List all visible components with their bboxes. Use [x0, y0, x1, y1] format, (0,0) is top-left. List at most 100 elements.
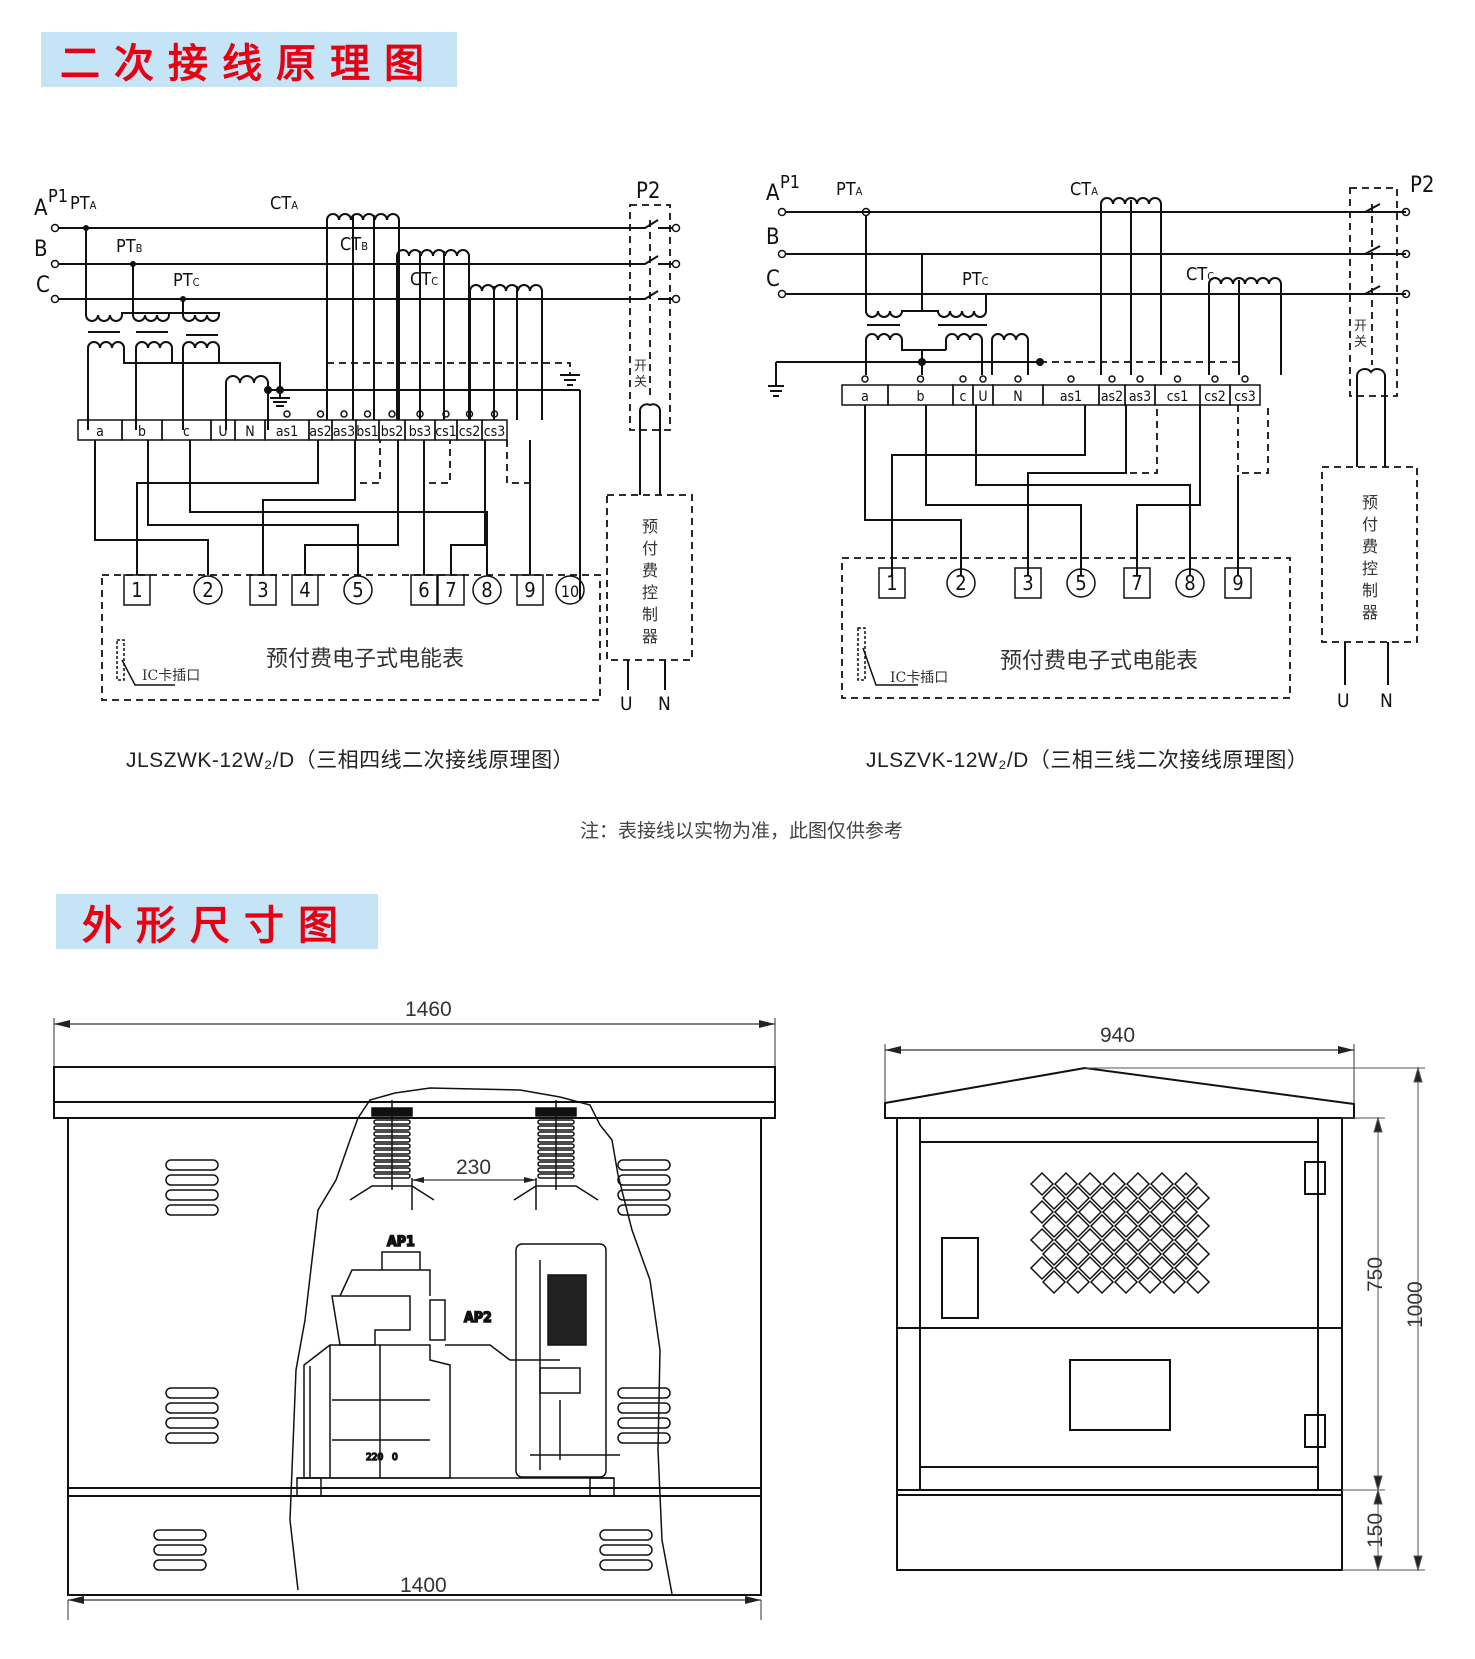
- meter-pin: [878, 567, 906, 599]
- caption-four-wire: JLSZWK-12W₂/D（三相四线二次接线原理图）: [126, 749, 575, 772]
- side-door: [919, 1141, 1319, 1468]
- terminal-label: cs3: [484, 424, 506, 440]
- supply-n-label: N: [1380, 690, 1393, 712]
- terminal-label: c: [183, 424, 190, 440]
- supply-n-label: N: [658, 693, 671, 715]
- dimension-label: 1000: [1404, 1281, 1427, 1328]
- vacuum-breaker: [445, 1243, 620, 1478]
- louver-slot: [165, 1402, 219, 1414]
- meter-pin-label: 7: [1131, 571, 1142, 595]
- ct-transformers: [1100, 197, 1282, 375]
- controller-char: 控: [1362, 559, 1378, 578]
- pt-transformers: [85, 228, 581, 600]
- terminal-label: as2: [309, 424, 331, 440]
- terminal-label: U: [978, 389, 987, 405]
- controller-char: 预: [1362, 493, 1378, 512]
- pt-b-label: PTB: [116, 236, 143, 257]
- controller-box: [606, 494, 693, 661]
- terminal-label: c: [960, 389, 967, 405]
- terminal-label: as1: [1060, 389, 1082, 405]
- ic-card-label: IC卡插口: [890, 670, 948, 686]
- p1-label: P1: [48, 186, 68, 207]
- controller-box: [1321, 466, 1418, 643]
- reference-note: 注：表接线以实物为准，此图仅供参考: [580, 821, 904, 842]
- switch-contacts: [1364, 203, 1411, 299]
- meter-wiring: [864, 405, 1239, 575]
- insulator-right: [513, 1100, 599, 1210]
- louver-slot: [617, 1387, 671, 1399]
- dimension-label: 1400: [400, 1574, 447, 1597]
- ap1-label: AP1: [387, 1234, 415, 1250]
- hinge-icon: [1304, 1414, 1326, 1448]
- side-body: [896, 1117, 1343, 1496]
- dimension-label: 750: [1364, 1257, 1387, 1292]
- section-title-dimensions: 外形尺寸图: [56, 894, 378, 949]
- dimension-150: 150: [1364, 1488, 1387, 1572]
- p1-label: P1: [780, 172, 800, 193]
- meter-pin: [193, 575, 223, 605]
- meter-pin-label: 1: [886, 571, 897, 595]
- terminal-label: cs1: [1167, 389, 1189, 405]
- meter-label: 预付费电子式电能表: [266, 647, 464, 672]
- supply-u-label: U: [1337, 690, 1350, 712]
- switch-contacts: [630, 219, 681, 304]
- meter-pin: [249, 574, 277, 606]
- supply-u-label: U: [620, 693, 633, 715]
- ic-card-slot-icon: [116, 639, 125, 681]
- caption-three-wire: JLSZVK-12W₂/D（三相三线二次接线原理图）: [866, 749, 1309, 772]
- side-base: [896, 1489, 1343, 1571]
- ct-ground-dashed: [327, 362, 571, 375]
- controller-char: 制: [1362, 581, 1378, 600]
- dimension-label: 150: [1364, 1513, 1387, 1548]
- dimension-1000: 1000: [1085, 1066, 1427, 1572]
- terminal-label: as3: [333, 424, 355, 440]
- meter-pin: [1224, 567, 1252, 599]
- meter-pin: [437, 574, 465, 606]
- louver-slot: [165, 1204, 219, 1216]
- terminal-label: cs2: [459, 424, 481, 440]
- meter-pin: [343, 575, 373, 605]
- ground-icon: [560, 374, 580, 386]
- terminal-label: U: [218, 424, 227, 440]
- louver-slot: [617, 1417, 671, 1429]
- controller-char: 控: [642, 583, 658, 602]
- louver-slot: [617, 1402, 671, 1414]
- ap2-label: AP2: [464, 1310, 492, 1326]
- pt-a-label: PTA: [836, 179, 863, 200]
- ventilation-mesh: [1029, 1171, 1211, 1295]
- meter-label: 预付费电子式电能表: [1000, 649, 1198, 674]
- meter-pin: [1123, 567, 1151, 599]
- trip-coil: [639, 403, 661, 495]
- meter-pin-label: 2: [202, 578, 213, 602]
- scale-mark: 220: [366, 1452, 383, 1463]
- meter-pin: [1014, 567, 1042, 599]
- side-roof: [884, 1066, 1355, 1119]
- switch-label: 开关: [1354, 319, 1367, 350]
- bus-lines: [777, 207, 1406, 299]
- phase-b-label: B: [34, 237, 48, 262]
- insulator-left: [349, 1100, 435, 1210]
- meter-pin: [1175, 568, 1205, 598]
- louver-icons: [153, 1159, 671, 1571]
- phase-b-label: B: [766, 225, 780, 250]
- p2-label: P2: [636, 179, 661, 204]
- p2-label: P2: [1410, 173, 1435, 198]
- controller-char: 费: [1362, 537, 1378, 556]
- scale-mark: 0: [392, 1452, 398, 1463]
- terminal-label: bs1: [356, 424, 379, 440]
- louver-slot: [165, 1387, 219, 1399]
- dimension-label: 940: [1100, 1024, 1135, 1047]
- meter-pin-label: 1: [131, 578, 142, 602]
- louver-slot: [599, 1559, 653, 1571]
- louver-slot: [153, 1529, 207, 1541]
- pt-transformers: [768, 216, 1044, 397]
- phase-c-label: C: [36, 273, 50, 298]
